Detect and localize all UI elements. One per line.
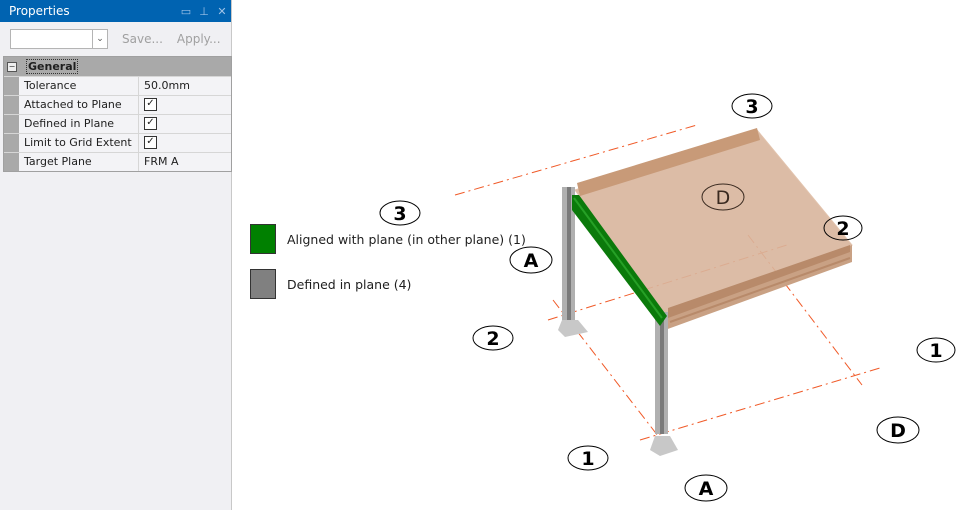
grid-line-1 xyxy=(639,367,881,441)
category-general[interactable]: − General xyxy=(4,57,231,76)
close-icon[interactable]: ✕ xyxy=(217,4,227,18)
save-button[interactable]: Save... xyxy=(122,31,163,46)
svg-text:D: D xyxy=(716,187,731,209)
tolerance-value[interactable]: 50.0mm xyxy=(139,77,231,95)
svg-text:2: 2 xyxy=(486,328,499,350)
grid-bubble-1-right: 1 xyxy=(916,337,956,363)
property-key: Attached to Plane xyxy=(19,96,139,114)
beam-back xyxy=(577,128,760,196)
apply-button[interactable]: Apply... xyxy=(176,31,221,46)
panel-toolbar: ⌄ Save... Apply... xyxy=(0,22,231,55)
panel-titlebar: Properties ▭ ⊥ ✕ xyxy=(0,0,231,22)
property-key: Target Plane xyxy=(19,153,139,171)
legend-swatch-green xyxy=(250,224,276,254)
grid-bubble-2-right: 2 xyxy=(823,215,863,241)
legend-label: Defined in plane (4) xyxy=(287,276,412,292)
grid-bubble-1-bottom: 1 xyxy=(567,445,609,471)
svg-text:3: 3 xyxy=(745,96,758,118)
grid-bubble-3-left: 3 xyxy=(379,200,421,226)
svg-text:A: A xyxy=(524,250,539,272)
property-key: Limit to Grid Extent xyxy=(19,134,139,152)
grid-bubble-a-left: A xyxy=(509,246,553,274)
property-key: Tolerance xyxy=(19,77,139,95)
property-key: Defined in Plane xyxy=(19,115,139,133)
beam-front xyxy=(668,245,850,318)
legend: Aligned with plane (in other plane) (1) … xyxy=(250,224,526,314)
grid-line-3 xyxy=(454,124,698,196)
grid-bubble-3-top: 3 xyxy=(731,93,773,119)
grid-line-d xyxy=(747,234,863,386)
svg-text:2: 2 xyxy=(836,218,849,240)
footing-a3 xyxy=(558,320,588,337)
category-label: General xyxy=(26,59,79,74)
property-row[interactable]: Defined in Plane ✓ xyxy=(4,114,231,133)
svg-text:1: 1 xyxy=(929,340,942,362)
attached-to-plane-checkbox[interactable]: ✓ xyxy=(144,97,157,111)
property-row[interactable]: Attached to Plane ✓ xyxy=(4,95,231,114)
maximize-icon[interactable]: ▭ xyxy=(180,4,192,18)
limit-to-grid-extent-checkbox[interactable]: ✓ xyxy=(144,135,157,149)
grid-bubble-a-bottom: A xyxy=(684,474,728,502)
grid-bubble-d-right: D xyxy=(876,416,920,444)
footing-a1 xyxy=(650,436,678,456)
legend-label: Aligned with plane (in other plane) (1) xyxy=(287,231,526,247)
slab xyxy=(574,129,853,316)
legend-item-defined: Defined in plane (4) xyxy=(250,269,526,299)
svg-text:A: A xyxy=(699,478,714,500)
grid-bubble-d-top: D xyxy=(701,183,745,211)
svg-text:1: 1 xyxy=(581,448,594,470)
property-row[interactable]: Limit to Grid Extent ✓ xyxy=(4,133,231,152)
svg-text:D: D xyxy=(890,420,906,442)
panel-title: Properties xyxy=(9,4,70,18)
grid-bubbles: 3 3 A 2 1 A D 2 1 D xyxy=(379,93,956,502)
collapse-icon[interactable]: − xyxy=(7,61,17,72)
properties-panel: Properties ▭ ⊥ ✕ ⌄ Save... Apply... − Ge… xyxy=(0,0,232,510)
pin-icon[interactable]: ⊥ xyxy=(199,4,209,18)
legend-item-aligned: Aligned with plane (in other plane) (1) xyxy=(250,224,526,254)
chevron-down-icon: ⌄ xyxy=(92,29,107,48)
defined-in-plane-checkbox[interactable]: ✓ xyxy=(144,116,157,130)
svg-text:3: 3 xyxy=(393,203,406,225)
preset-dropdown[interactable]: ⌄ xyxy=(10,28,108,49)
legend-swatch-gray xyxy=(250,269,276,299)
target-plane-value[interactable]: FRM A xyxy=(139,153,231,171)
grid-bubble-2-left: 2 xyxy=(472,325,514,351)
